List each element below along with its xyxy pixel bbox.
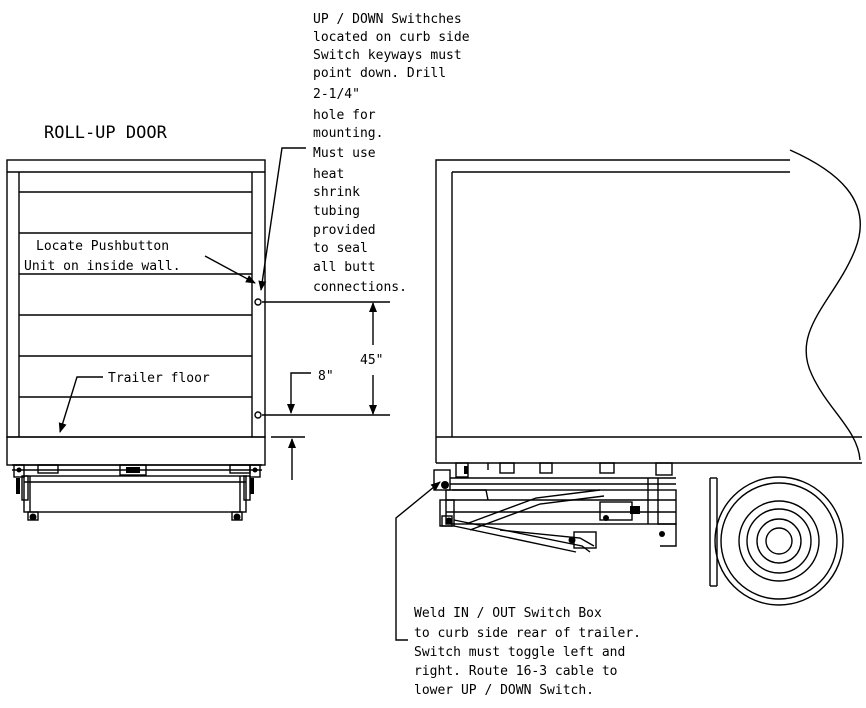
svg-text:heat: heat — [313, 167, 344, 182]
floor-leader — [58, 376, 103, 433]
svg-text:hole for: hole for — [313, 108, 376, 123]
side-view-trailer — [435, 149, 862, 478]
svg-text:2-1/4": 2-1/4" — [313, 87, 360, 102]
dimension-8-label: 8" — [318, 369, 334, 384]
pushbutton-leader — [204, 255, 256, 284]
side-view-liftgate — [433, 469, 677, 553]
switch-note-leader — [258, 147, 306, 291]
svg-text:mounting.: mounting. — [313, 126, 383, 141]
switch-note: UP / DOWN Swithches located on curb side… — [313, 12, 470, 295]
svg-text:shrink: shrink — [313, 185, 360, 200]
dimension-45-label: 45" — [360, 353, 383, 368]
svg-text:Unit on inside wall.: Unit on inside wall. — [24, 259, 181, 274]
svg-text:to curb side rear of trailer.: to curb side rear of trailer. — [414, 626, 641, 641]
rear-view-liftgate — [12, 464, 262, 521]
svg-text:point down. Drill: point down. Drill — [313, 66, 446, 81]
box-note: Weld IN / OUT Switch Box to curb side re… — [414, 606, 641, 698]
svg-text:tubing: tubing — [313, 204, 360, 219]
rear-view-trailer — [6, 159, 266, 466]
rear-wheel — [709, 476, 844, 606]
svg-text:Must use: Must use — [313, 146, 376, 161]
upper-switch-icon — [254, 298, 262, 306]
svg-text:located on curb side: located on curb side — [313, 30, 470, 45]
svg-text:right. Route 16-3 cable to: right. Route 16-3 cable to — [414, 664, 618, 679]
svg-text:lower UP / DOWN Switch.: lower UP / DOWN Switch. — [414, 683, 594, 698]
dimension-lines — [262, 301, 390, 480]
lower-switch-icon — [254, 411, 262, 419]
roll-up-door-panels — [19, 191, 252, 398]
svg-text:Locate Pushbutton: Locate Pushbutton — [36, 239, 169, 254]
svg-text:to seal: to seal — [313, 241, 368, 256]
svg-text:provided: provided — [313, 223, 376, 238]
box-note-leader — [395, 481, 441, 641]
svg-text:all butt: all butt — [313, 260, 376, 275]
svg-text:UP / DOWN Swithches: UP / DOWN Swithches — [313, 12, 462, 27]
trailer-floor-label: Trailer floor — [108, 371, 210, 386]
rear-view-title: ROLL-UP DOOR — [44, 123, 168, 143]
break-line — [789, 149, 861, 461]
svg-text:connections.: connections. — [313, 280, 407, 295]
svg-text:Weld IN / OUT Switch Box: Weld IN / OUT Switch Box — [414, 606, 602, 621]
pushbutton-note: Locate Pushbutton Unit on inside wall. — [24, 239, 181, 274]
svg-text:Switch keyways must: Switch keyways must — [313, 48, 462, 63]
svg-text:Switch must toggle left and: Switch must toggle left and — [414, 645, 625, 660]
